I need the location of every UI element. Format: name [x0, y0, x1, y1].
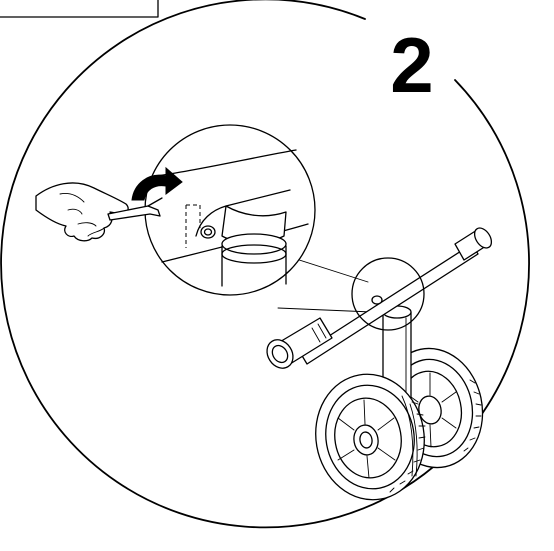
wheel-base-assembly	[315, 305, 484, 501]
step-circle	[0, 0, 530, 529]
front-wheel	[315, 373, 426, 501]
zoom-detail	[144, 124, 316, 296]
handle-bar	[266, 227, 493, 369]
step-number: 2	[390, 21, 433, 109]
curved-arrow-icon	[131, 166, 183, 201]
hand-icon	[35, 182, 129, 242]
detail-focus-circle	[351, 257, 425, 331]
previous-step-box	[0, 0, 159, 18]
hand-with-key	[35, 182, 163, 242]
